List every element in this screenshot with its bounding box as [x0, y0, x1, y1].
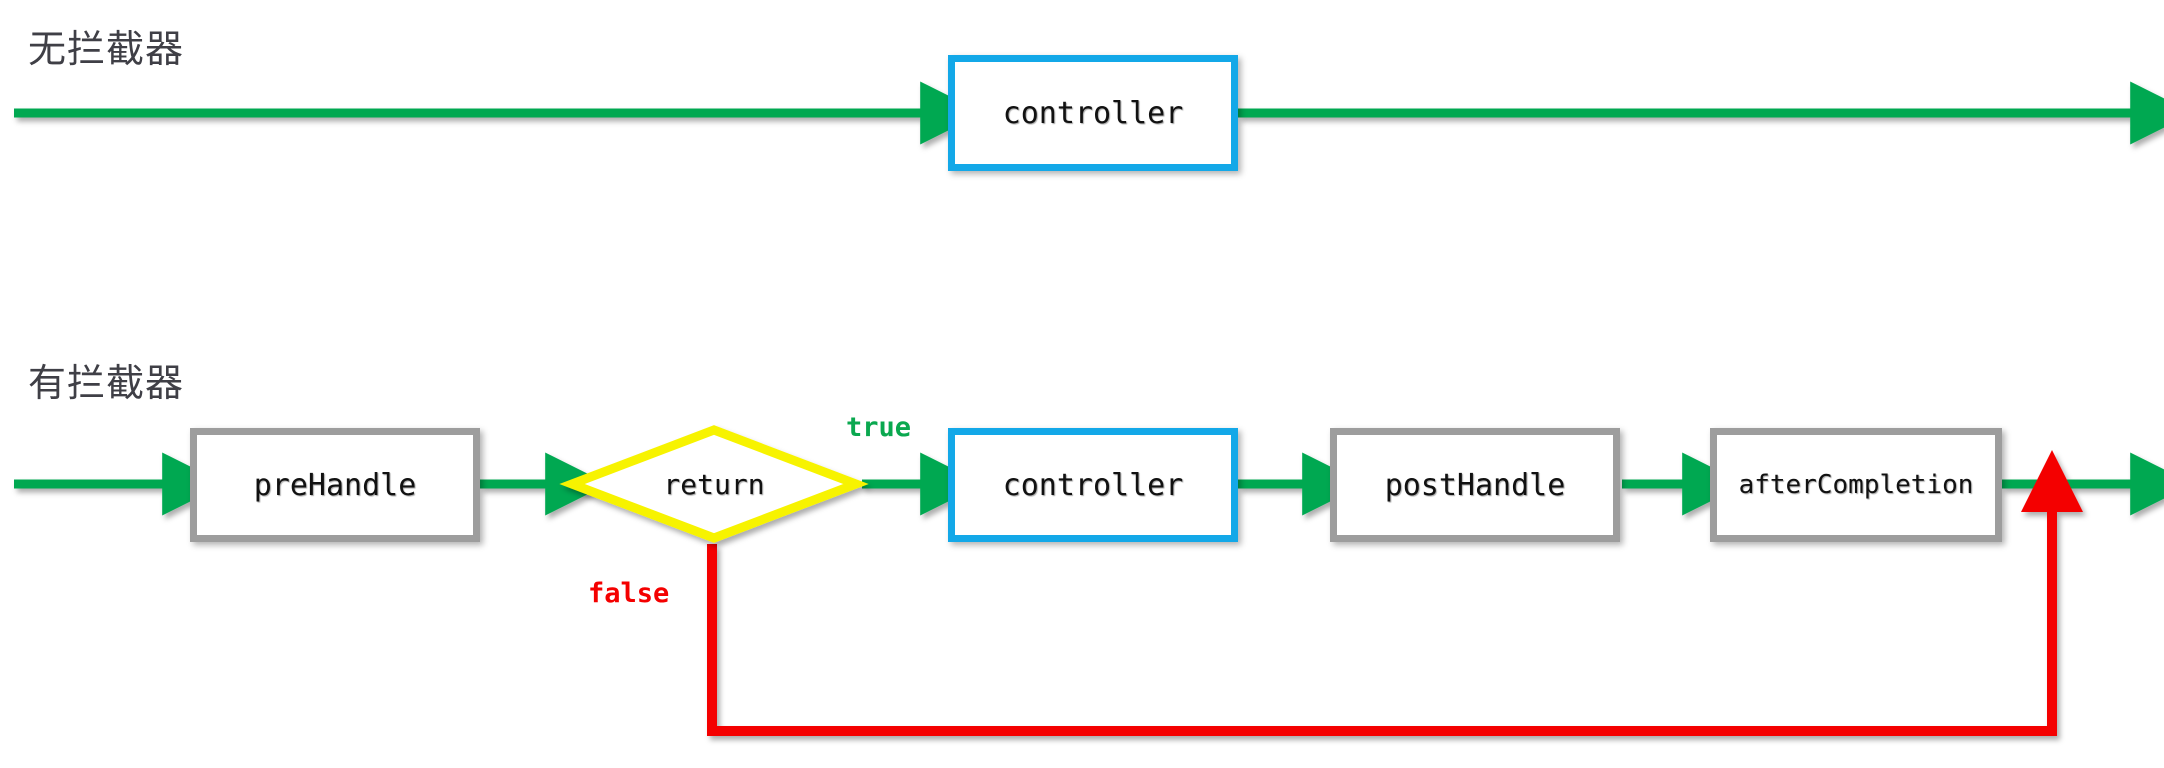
node-pre-handle[interactable]: preHandle	[190, 428, 480, 542]
node-controller-plain[interactable]: controller	[948, 55, 1238, 171]
node-after-completion-label: afterCompletion	[1738, 470, 1974, 500]
node-controller-label: controller	[1002, 467, 1184, 503]
edge-label-true: true	[846, 412, 912, 443]
node-post-handle[interactable]: postHandle	[1330, 428, 1620, 542]
diamond-shape	[559, 425, 869, 543]
node-post-handle-label: postHandle	[1384, 467, 1566, 503]
node-controller-plain-label: controller	[1002, 95, 1184, 131]
node-pre-handle-label: preHandle	[253, 467, 417, 503]
node-controller[interactable]: controller	[948, 428, 1238, 542]
edge-label-false: false	[588, 578, 670, 609]
section-title-no-interceptor: 无拦截器	[28, 27, 185, 71]
node-return-decision[interactable]: return	[559, 424, 869, 544]
section-title-with-interceptor: 有拦截器	[28, 361, 185, 405]
node-return-decision-label: return	[663, 467, 765, 501]
node-after-completion[interactable]: afterCompletion	[1710, 428, 2002, 542]
